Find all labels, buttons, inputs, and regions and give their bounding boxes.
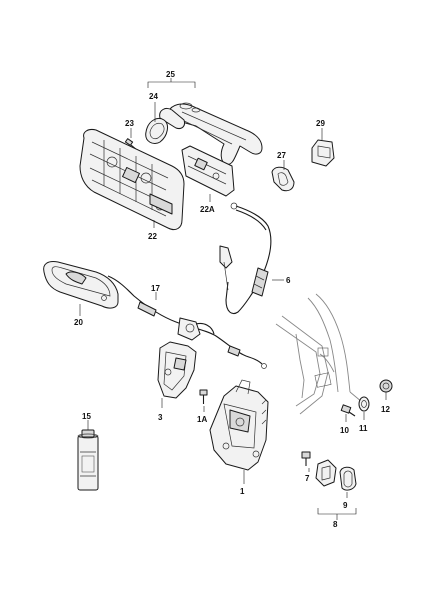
part-22-handle-carrier: 22	[79, 129, 185, 241]
part-17-interior-cable: 17	[107, 275, 267, 369]
part-6-release-cable: 6	[219, 202, 291, 315]
callout-29: 29	[316, 119, 325, 128]
group-25-bracket: 25	[147, 70, 196, 88]
callout-20: 20	[74, 318, 83, 327]
part-1-door-lock: 1	[209, 379, 269, 496]
part-11-grommet: 11	[358, 396, 370, 433]
callout-15: 15	[82, 412, 91, 421]
door-body-outline	[275, 293, 363, 415]
callout-1A: 1A	[197, 415, 207, 424]
callout-25: 25	[166, 70, 175, 79]
part-20-interior-handle: 20	[43, 261, 119, 327]
part-15-lubricant-can: 15	[77, 412, 99, 491]
part-3-lock-cover: 3	[157, 341, 197, 422]
callout-10: 10	[340, 426, 349, 435]
callout-23: 23	[125, 119, 134, 128]
callout-27: 27	[277, 151, 286, 160]
part-27-cylinder-gasket: 27	[271, 151, 295, 192]
callout-3: 3	[158, 413, 163, 422]
part-24-handle-seal: 24	[145, 92, 168, 145]
callout-12: 12	[381, 405, 390, 414]
part-9-striker-plate: 9	[339, 466, 357, 510]
part-29-cylinder-cap: 29	[311, 119, 335, 167]
callout-7: 7	[305, 474, 310, 483]
callout-22: 22	[148, 232, 157, 241]
callout-17: 17	[151, 284, 160, 293]
group-8-bracket: 8	[317, 508, 357, 529]
part-25-exterior-handle	[159, 102, 263, 165]
callout-1: 1	[240, 487, 245, 496]
callout-8: 8	[333, 520, 338, 529]
callout-6: 6	[286, 276, 291, 285]
callout-24: 24	[149, 92, 158, 101]
callout-11: 11	[359, 424, 368, 433]
part-12-plug: 12	[379, 379, 393, 414]
part-22A-carrier-insert: 22A	[181, 145, 235, 214]
part-7-striker-screw: 7	[301, 451, 311, 483]
part-8-striker	[315, 459, 337, 487]
part-1A-lock-screw: 1A	[197, 389, 208, 424]
callout-9: 9	[343, 501, 348, 510]
part-10-bolt: 10	[340, 404, 356, 435]
callout-22A: 22A	[200, 205, 215, 214]
